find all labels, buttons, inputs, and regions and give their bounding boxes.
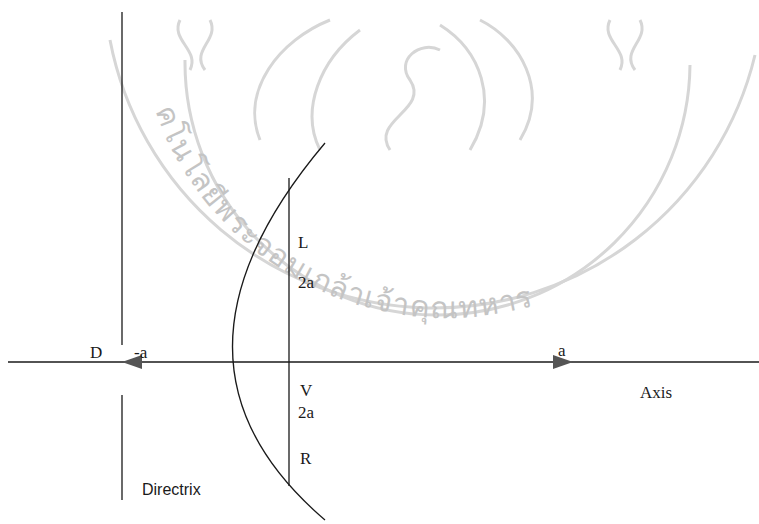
directrix-label: Directrix [142,482,201,498]
latus-rectum [288,178,289,486]
directrix-line [121,395,122,500]
dimension-label: -a [134,344,147,361]
parabola-curve [233,143,326,520]
watermark-text: คโนโลยีพระจอมเกล้าเจ้าคุณทหาร [149,100,536,326]
directrix-line [121,12,122,345]
axis-label: Axis [640,384,672,401]
watermark-text: คโนโลยีพระจอมเกล้าเจ้าคุณทหาร [149,100,536,326]
dimension-label: a [558,342,566,359]
point-label: L [298,234,308,251]
axis-line [8,361,759,362]
point-label: V [300,382,312,399]
point-label: D [90,344,102,361]
dimension-label: 2a [298,404,314,421]
point-label: R [300,450,311,467]
dimension-label: 2a [298,274,314,291]
